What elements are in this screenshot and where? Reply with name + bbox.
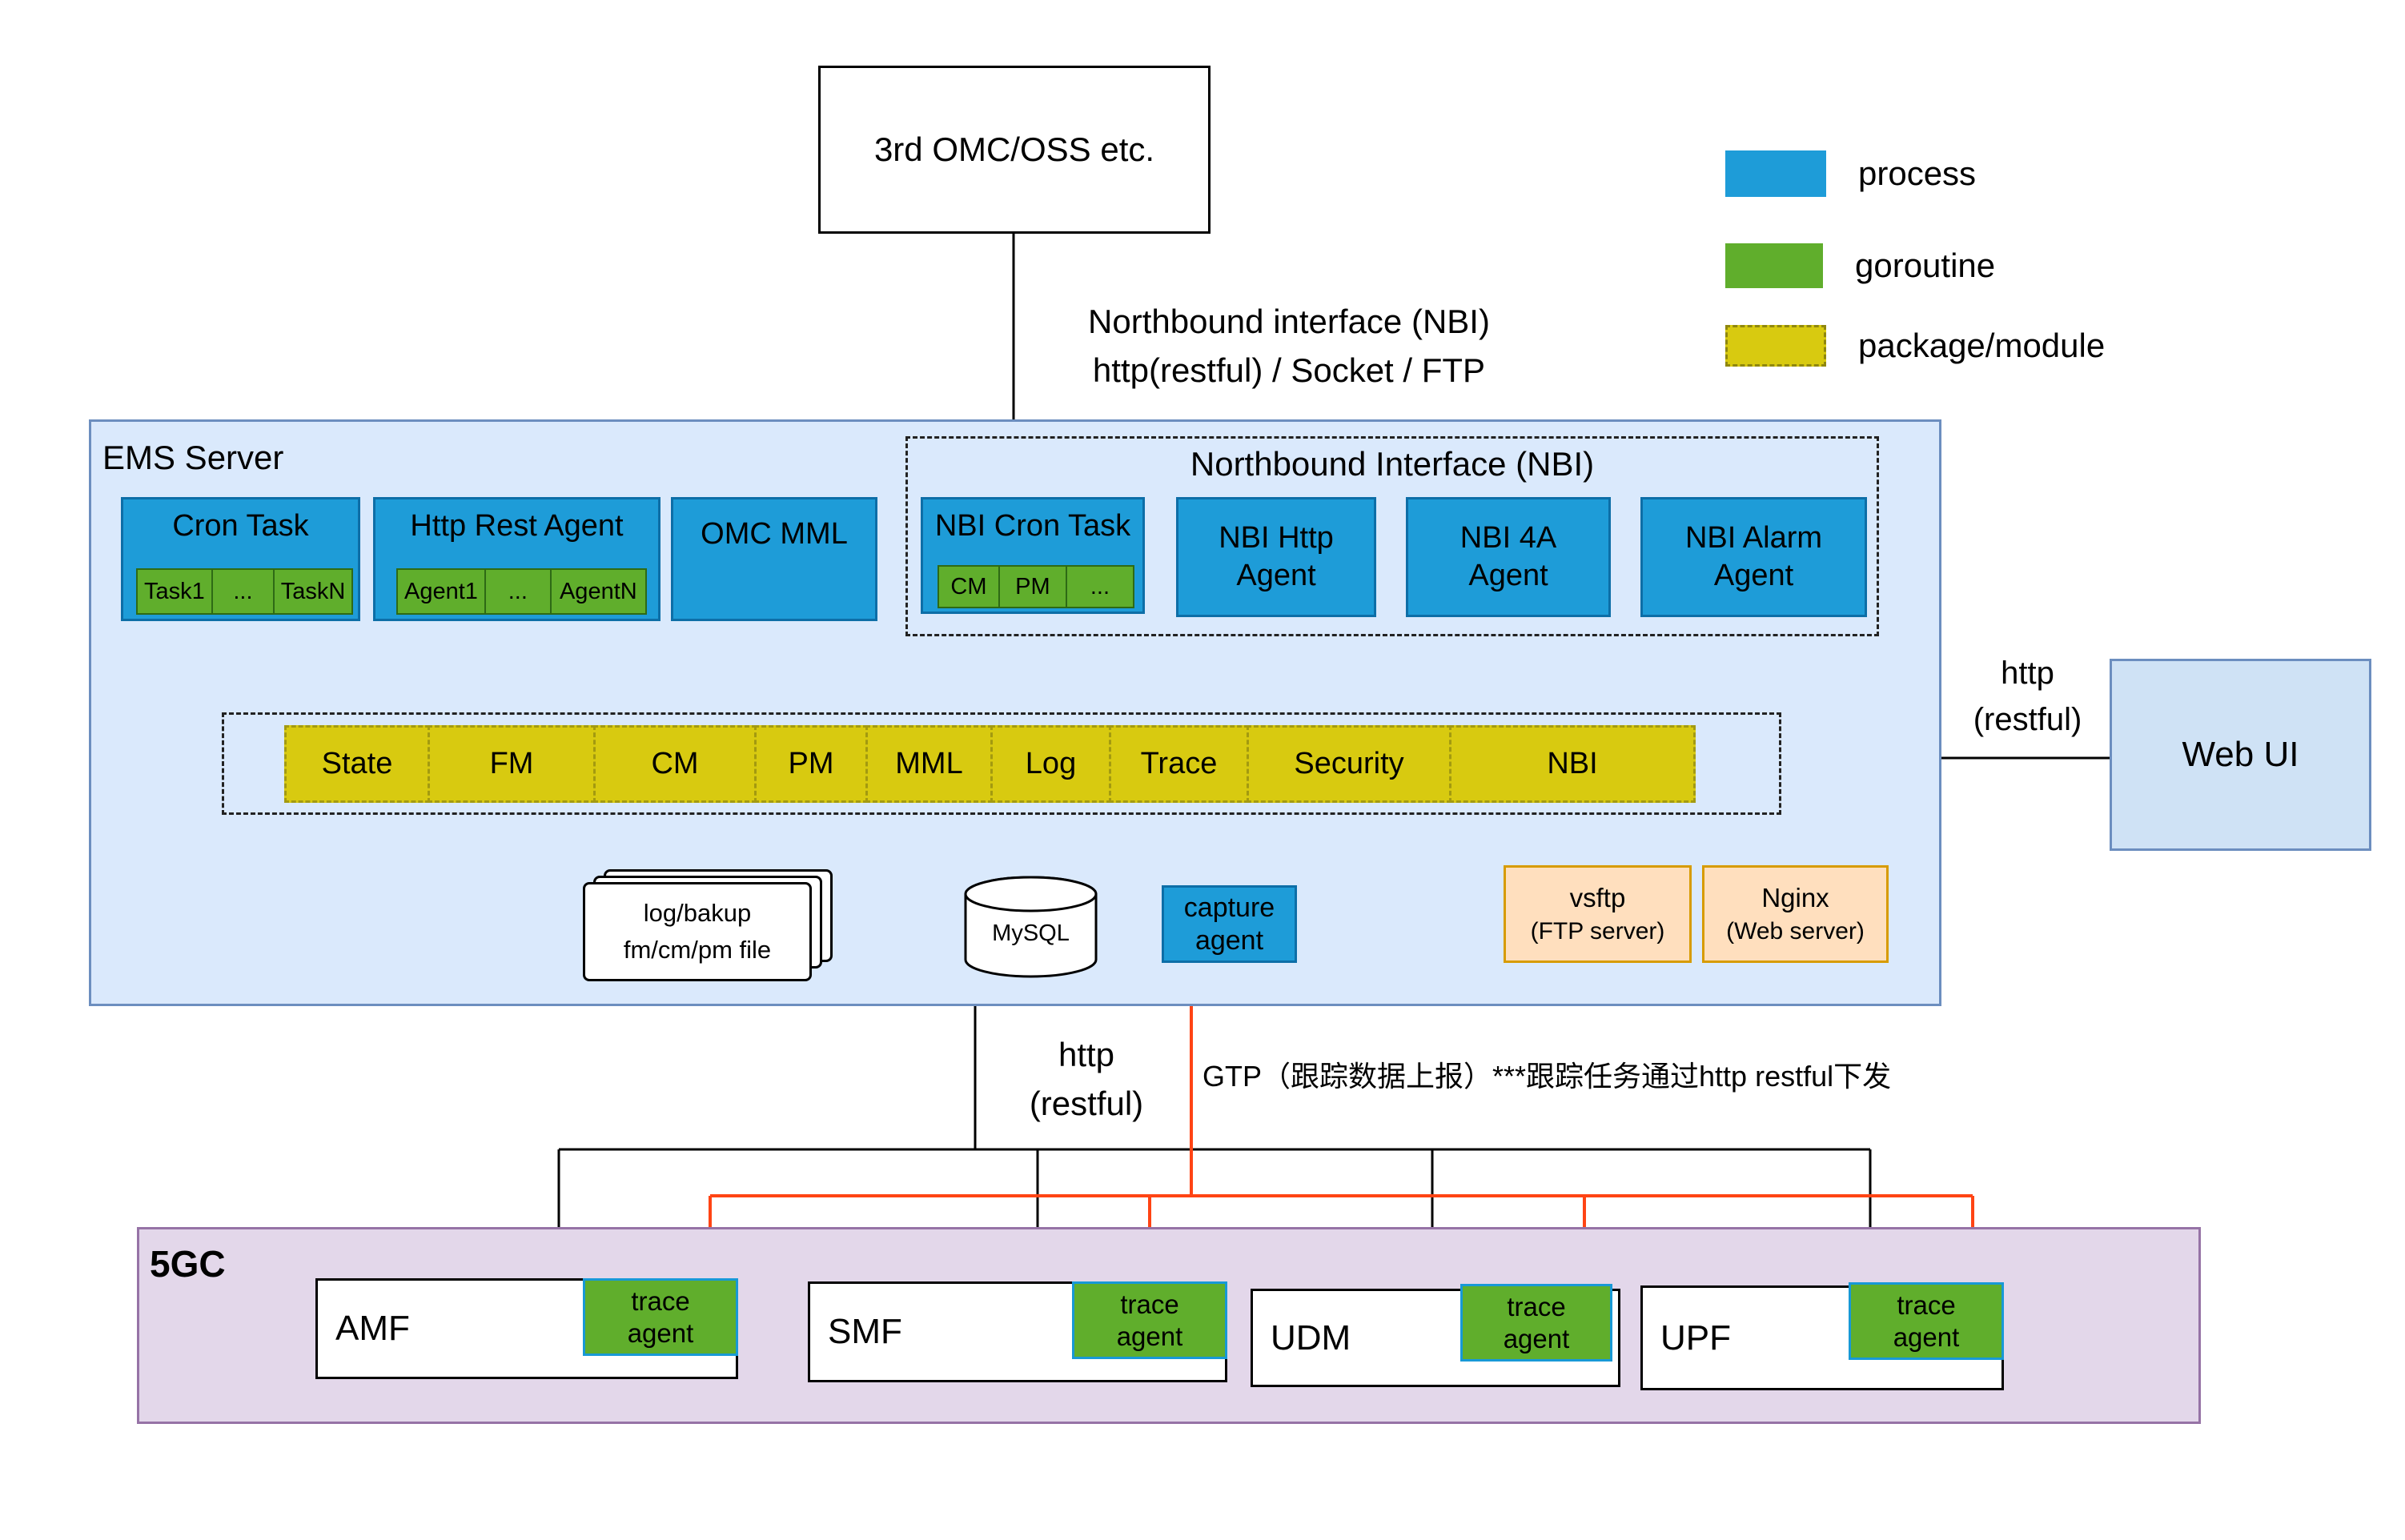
module-log: Log (990, 725, 1111, 803)
goroutine-agentn: AgentN (549, 568, 647, 615)
nf-box-smf: SMF (808, 1281, 1227, 1382)
nf-label-udm: UDM (1271, 1317, 1351, 1358)
mysql-cylinder-shape (964, 876, 1098, 978)
file-label-line2: fm/cm/pm file (623, 936, 772, 964)
package-swatch (1725, 325, 1826, 367)
trace-agent-amf: trace agent (583, 1278, 738, 1356)
nbi-alarm-agent-box: NBI Alarm Agent (1640, 497, 1867, 617)
file-sheet-front: log/bakup fm/cm/pm file (583, 882, 812, 981)
capture-agent-label: capture agent (1183, 892, 1275, 956)
module-state: State (284, 725, 430, 803)
goroutine-agent1: Agent1 (396, 568, 486, 615)
ems-server-title: EMS Server (102, 439, 284, 476)
nbi-link-label: Northbound interface (NBI) http(restful)… (1025, 298, 1553, 395)
legend-item-package: package/module (1725, 325, 2105, 367)
module-bar-box (222, 712, 1781, 815)
file-stack: log/bakup fm/cm/pm file (583, 869, 833, 991)
nbi-http-agent-label: NBI Http Agent (1219, 520, 1334, 593)
nbi-cron-task-title: NBI Cron Task (934, 509, 1131, 543)
goroutine-task-ellipsis: ... (211, 568, 275, 615)
trace-agent-upf: trace agent (1849, 1282, 2004, 1360)
goroutine-taskn: TaskN (272, 568, 353, 615)
web-ui-box: Web UI (2110, 659, 2371, 851)
nbi-4a-agent-box: NBI 4A Agent (1406, 497, 1611, 617)
fivegc-title: 5GC (150, 1243, 226, 1285)
nbi-group-box: Northbound Interface (NBI) (905, 436, 1879, 636)
cron-task-box: Cron Task Task1 ... TaskN (121, 497, 360, 621)
omc-oss-box: 3rd OMC/OSS etc. (818, 66, 1211, 234)
capture-agent-box: capture agent (1162, 885, 1297, 963)
module-mml: MML (865, 725, 993, 803)
cron-task-title: Cron Task (172, 509, 309, 543)
nbi-http-agent-box: NBI Http Agent (1176, 497, 1376, 617)
http-rest-agent-title: Http Rest Agent (410, 509, 624, 543)
omc-oss-label: 3rd OMC/OSS etc. (873, 130, 1155, 168)
goroutine-task1: Task1 (136, 568, 213, 615)
goroutine-nbi-ellipsis: ... (1065, 565, 1134, 608)
gtp-note: GTP（跟踪数据上报）***跟踪任务通过http restful下发 (1202, 1060, 1892, 1093)
module-strip: State FM CM PM MML Log Trace Security NB… (284, 725, 1696, 803)
trace-agent-smf: trace agent (1072, 1281, 1227, 1359)
nbi-alarm-agent-label: NBI Alarm Agent (1684, 520, 1823, 593)
web-ui-label: Web UI (2182, 735, 2299, 774)
nginx-box: Nginx (Web server) (1702, 865, 1889, 963)
http-rest-agent-box: Http Rest Agent Agent1 ... AgentN (373, 497, 660, 621)
webui-http-line1: http (2001, 656, 2054, 691)
mysql-label: MySQL (992, 920, 1070, 946)
nbi-cron-task-box: NBI Cron Task CM PM ... (921, 497, 1145, 614)
nginx-label-line2: (Web server) (1726, 918, 1865, 944)
module-nbi: NBI (1449, 725, 1696, 803)
trace-agent-udm: trace agent (1460, 1284, 1612, 1362)
legend-item-goroutine: goroutine (1725, 243, 1995, 288)
nf-label-amf: AMF (335, 1309, 410, 1348)
module-pm: PM (754, 725, 868, 803)
goroutine-pm: PM (998, 565, 1067, 608)
mysql-db: MySQL (963, 874, 1098, 980)
module-fm: FM (428, 725, 596, 803)
vsftp-label-line1: vsftp (1569, 883, 1626, 912)
module-trace: Trace (1109, 725, 1249, 803)
south-http-label: http (restful) (1002, 1031, 1170, 1129)
nf-label-smf: SMF (828, 1312, 902, 1351)
goroutine-swatch (1725, 243, 1823, 288)
webui-http-line2: (restful) (1973, 702, 2082, 737)
module-cm: CM (593, 725, 757, 803)
legend-label-package: package/module (1858, 327, 2106, 364)
nbi-group-title: Northbound Interface (NBI) (1190, 445, 1595, 483)
process-swatch (1725, 150, 1826, 197)
nginx-label-line1: Nginx (1761, 883, 1829, 912)
goroutine-agent-ellipsis: ... (484, 568, 552, 615)
nbi-link-line1: Northbound interface (NBI) (1088, 303, 1490, 340)
legend-label-process: process (1858, 154, 1977, 192)
vsftp-box: vsftp (FTP server) (1504, 865, 1692, 963)
nf-label-upf: UPF (1660, 1317, 1731, 1358)
webui-http-label: http (restful) (1937, 650, 2118, 743)
nbi-link-line2: http(restful) / Socket / FTP (1092, 351, 1486, 389)
module-security: Security (1247, 725, 1451, 803)
south-http-line2: (restful) (1029, 1084, 1144, 1122)
file-label-line1: log/bakup (643, 899, 752, 927)
nbi-4a-agent-label: NBI 4A Agent (1459, 520, 1557, 593)
goroutine-cm: CM (938, 565, 1000, 608)
vsftp-label-line2: (FTP server) (1530, 918, 1665, 944)
omc-mml-box: OMC MML (671, 497, 877, 621)
south-http-line1: http (1058, 1036, 1115, 1073)
legend-label-goroutine: goroutine (1855, 247, 1996, 284)
omc-mml-title: OMC MML (701, 517, 848, 551)
legend-item-process: process (1725, 150, 1976, 197)
